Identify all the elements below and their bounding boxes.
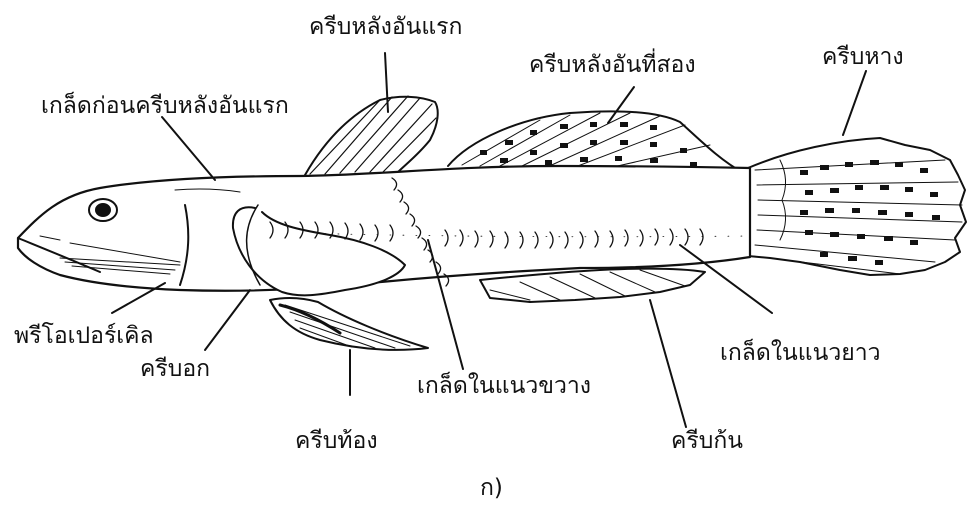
figure-caption: ก) bbox=[480, 475, 503, 501]
label-first-dorsal-fin: ครีบหลังอันแรก bbox=[309, 14, 462, 40]
label-caudal-fin: ครีบหาง bbox=[822, 44, 904, 70]
caudal-fin-shape bbox=[748, 138, 966, 275]
label-pelvic-fin: ครีบท้อง bbox=[295, 428, 378, 454]
label-pectoral-fin: ครีบอก bbox=[140, 356, 210, 382]
label-anal-fin: ครีบก้น bbox=[671, 428, 743, 454]
label-preopercle: พรีโอเปอร์เคิล bbox=[14, 323, 154, 349]
label-predorsal-scales: เกล็ดก่อนครีบหลังอันแรก bbox=[41, 93, 289, 119]
label-longitudinal-scales: เกล็ดในแนวยาว bbox=[720, 340, 881, 366]
pelvic-fin-shape bbox=[270, 298, 428, 350]
second-dorsal-fin-shape bbox=[448, 111, 742, 172]
label-transverse-scales: เกล็ดในแนวขวาง bbox=[417, 373, 591, 399]
first-dorsal-fin-shape bbox=[305, 96, 438, 175]
anal-fin-shape bbox=[480, 269, 705, 302]
label-second-dorsal-fin: ครีบหลังอันที่สอง bbox=[529, 52, 696, 78]
